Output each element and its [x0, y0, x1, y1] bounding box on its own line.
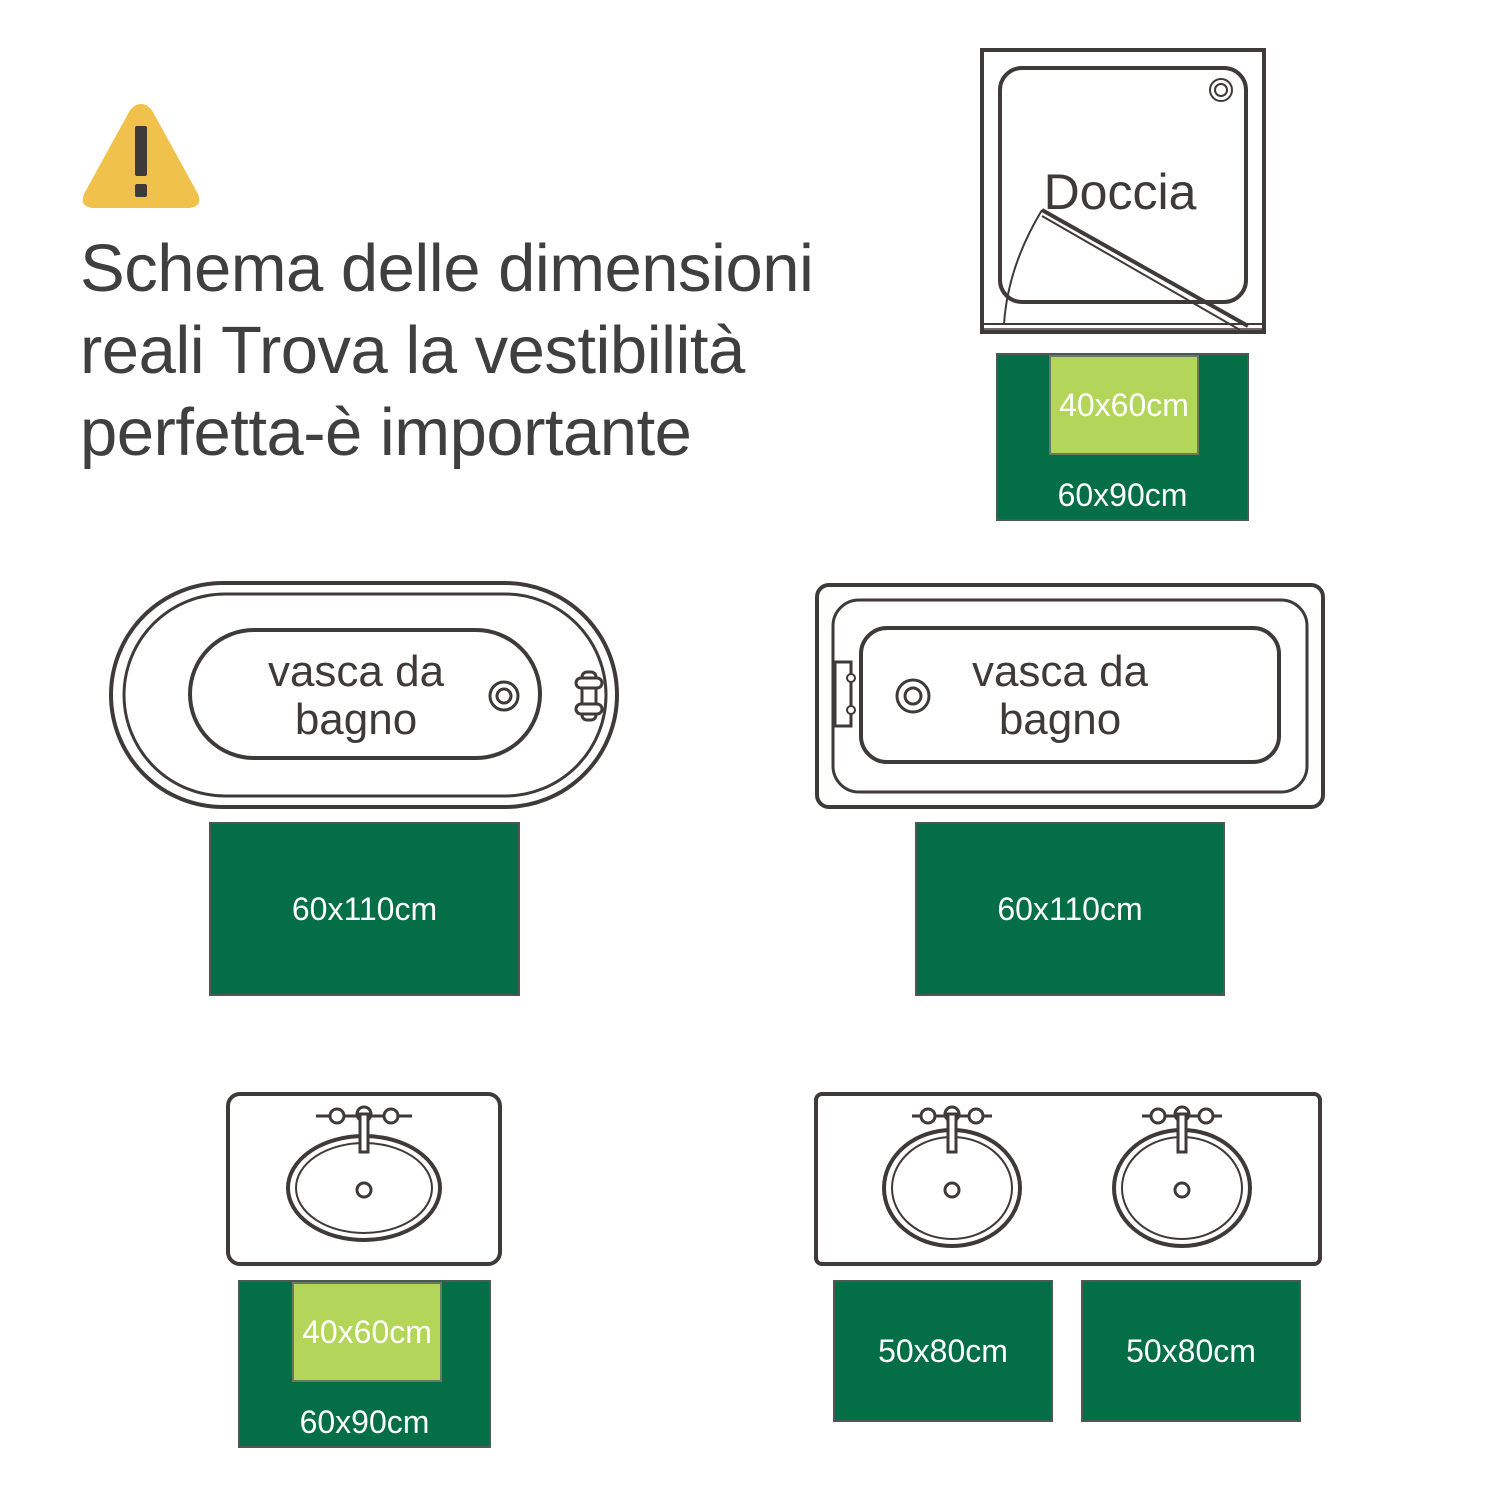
oval-tub-label-line-2: bagno [294, 695, 418, 744]
rect-tub-faucet-icon [833, 660, 856, 728]
rect-tub-label: vasca da bagno [940, 648, 1180, 744]
rect-tub-drawing [813, 582, 1327, 810]
oval-tub-drain-icon [488, 680, 520, 712]
double-sink-mat-right: 50x80cm [1081, 1280, 1301, 1422]
headline: Schema delle dimensioni reali Trova la v… [80, 228, 900, 474]
oval-tub-label-line-1: vasca da [267, 647, 445, 696]
single-sink-small-mat: 40x60cm [292, 1282, 442, 1382]
single-sink-mat-size: 60x90cm [299, 1404, 430, 1440]
single-sink-drawing [224, 1090, 504, 1268]
shower-label: Doccia [1043, 164, 1197, 220]
shower-small-mat: 40x60cm [1049, 355, 1199, 455]
rect-tub-label-line-2: bagno [998, 695, 1122, 744]
double-sink-mat-left-size: 50x80cm [878, 1332, 1008, 1369]
rect-tub-drain-icon [895, 678, 931, 714]
single-sink-drain-icon [355, 1181, 373, 1199]
oval-tub-mat: 60x110cm [209, 822, 520, 996]
single-sink-faucet-icon [316, 1105, 412, 1154]
rect-tub-label-line-1: vasca da [971, 647, 1149, 696]
shower-drain-icon [1209, 78, 1233, 102]
headline-line-1: Schema delle dimensioni [80, 231, 814, 306]
shower-mat: 40x60cm 60x90cm [996, 353, 1249, 521]
double-sink-mat-left: 50x80cm [833, 1280, 1053, 1422]
rect-tub-mat-size: 60x110cm [997, 890, 1143, 927]
rect-tub-mat: 60x110cm [915, 822, 1225, 996]
single-sink-mat: 40x60cm 60x90cm [238, 1280, 491, 1448]
left-sink-basin-icon [882, 1105, 1022, 1248]
shower-drawing [978, 46, 1268, 338]
oval-tub-mat-size: 60x110cm [291, 890, 438, 927]
oval-tub-label: vasca da bagno [236, 648, 476, 744]
double-sink-mat-right-size: 50x80cm [1126, 1332, 1256, 1369]
shower-small-mat-size: 40x60cm [1059, 386, 1189, 423]
oval-tub-faucet-icon [574, 670, 604, 722]
headline-line-3: perfetta-è importante [80, 395, 692, 470]
oval-tub-drawing [106, 578, 626, 814]
headline-line-2: reali Trova la vestibilità [80, 313, 745, 388]
warning-triangle-icon [78, 98, 204, 214]
right-sink-basin-icon [1112, 1105, 1252, 1248]
shower-mat-size: 60x90cm [1057, 477, 1188, 513]
double-sink-drawing [812, 1090, 1324, 1268]
single-sink-small-mat-size: 40x60cm [302, 1313, 432, 1350]
